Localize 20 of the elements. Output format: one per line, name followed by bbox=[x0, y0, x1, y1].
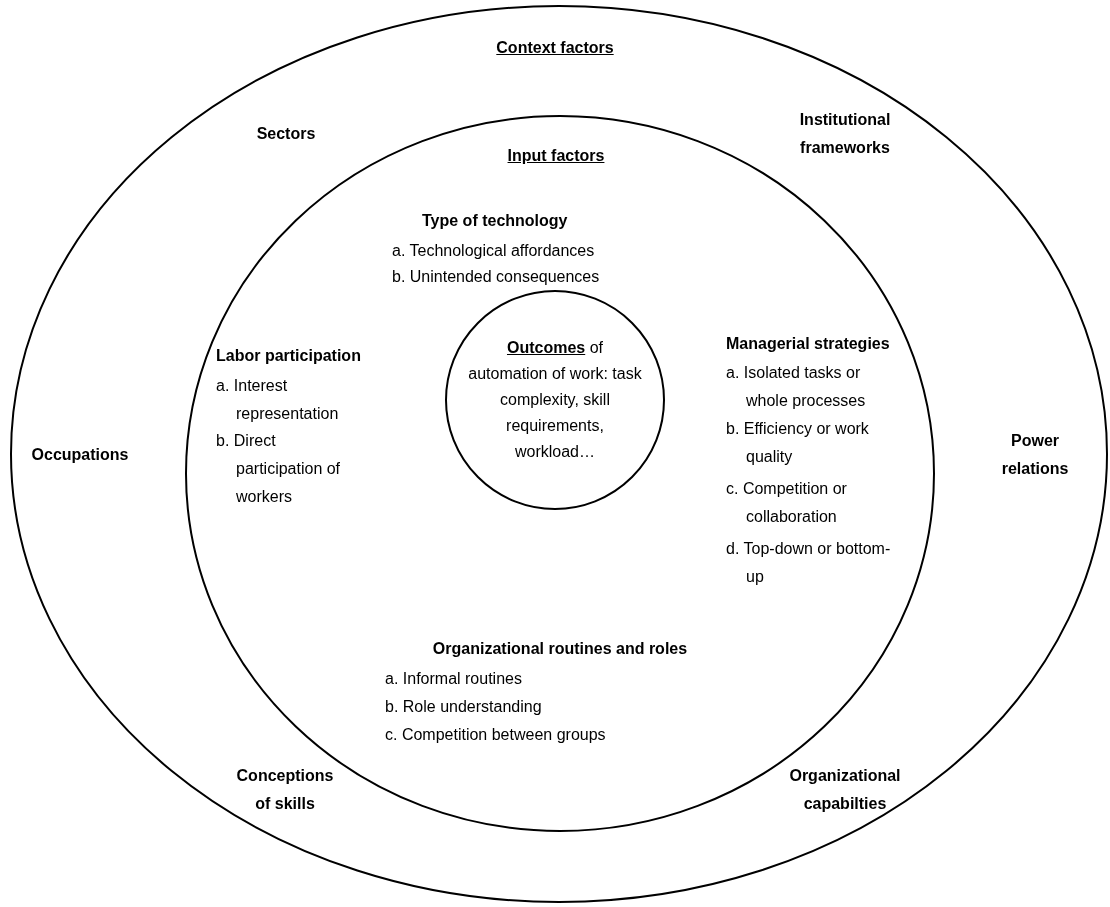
list-item: b. Role understanding bbox=[385, 697, 543, 717]
factor-label: Power relations bbox=[1000, 431, 1070, 479]
factor-label: Organizational capabilties bbox=[788, 766, 902, 814]
section-heading: Type of technology bbox=[422, 211, 569, 231]
section-heading: Organizational routines and roles bbox=[431, 639, 689, 659]
factor-label: Occupations bbox=[30, 445, 130, 465]
section-heading: Managerial strategies bbox=[726, 334, 891, 354]
section-heading: Labor participation bbox=[216, 346, 362, 366]
heading: Input factors bbox=[506, 146, 606, 166]
factor-label: Sectors bbox=[255, 124, 317, 144]
factor-label: Conceptions of skills bbox=[235, 766, 335, 814]
list-item: d. Top-down or bottom-up bbox=[726, 539, 892, 587]
list-item: b. Unintended consequences bbox=[392, 267, 601, 287]
list-item: a. Technological affordances bbox=[392, 241, 596, 261]
heading: Context factors bbox=[495, 38, 615, 58]
list-item: b. Direct participation of workers bbox=[216, 431, 342, 507]
list-item: a. Informal routines bbox=[385, 669, 523, 689]
outcome-text: Outcomes of automation of work: task complexity, skill requirements, workload… bbox=[467, 338, 643, 462]
factor-label: Institutional frameworks bbox=[798, 110, 892, 158]
list-item: c. Competition between groups bbox=[385, 725, 607, 745]
